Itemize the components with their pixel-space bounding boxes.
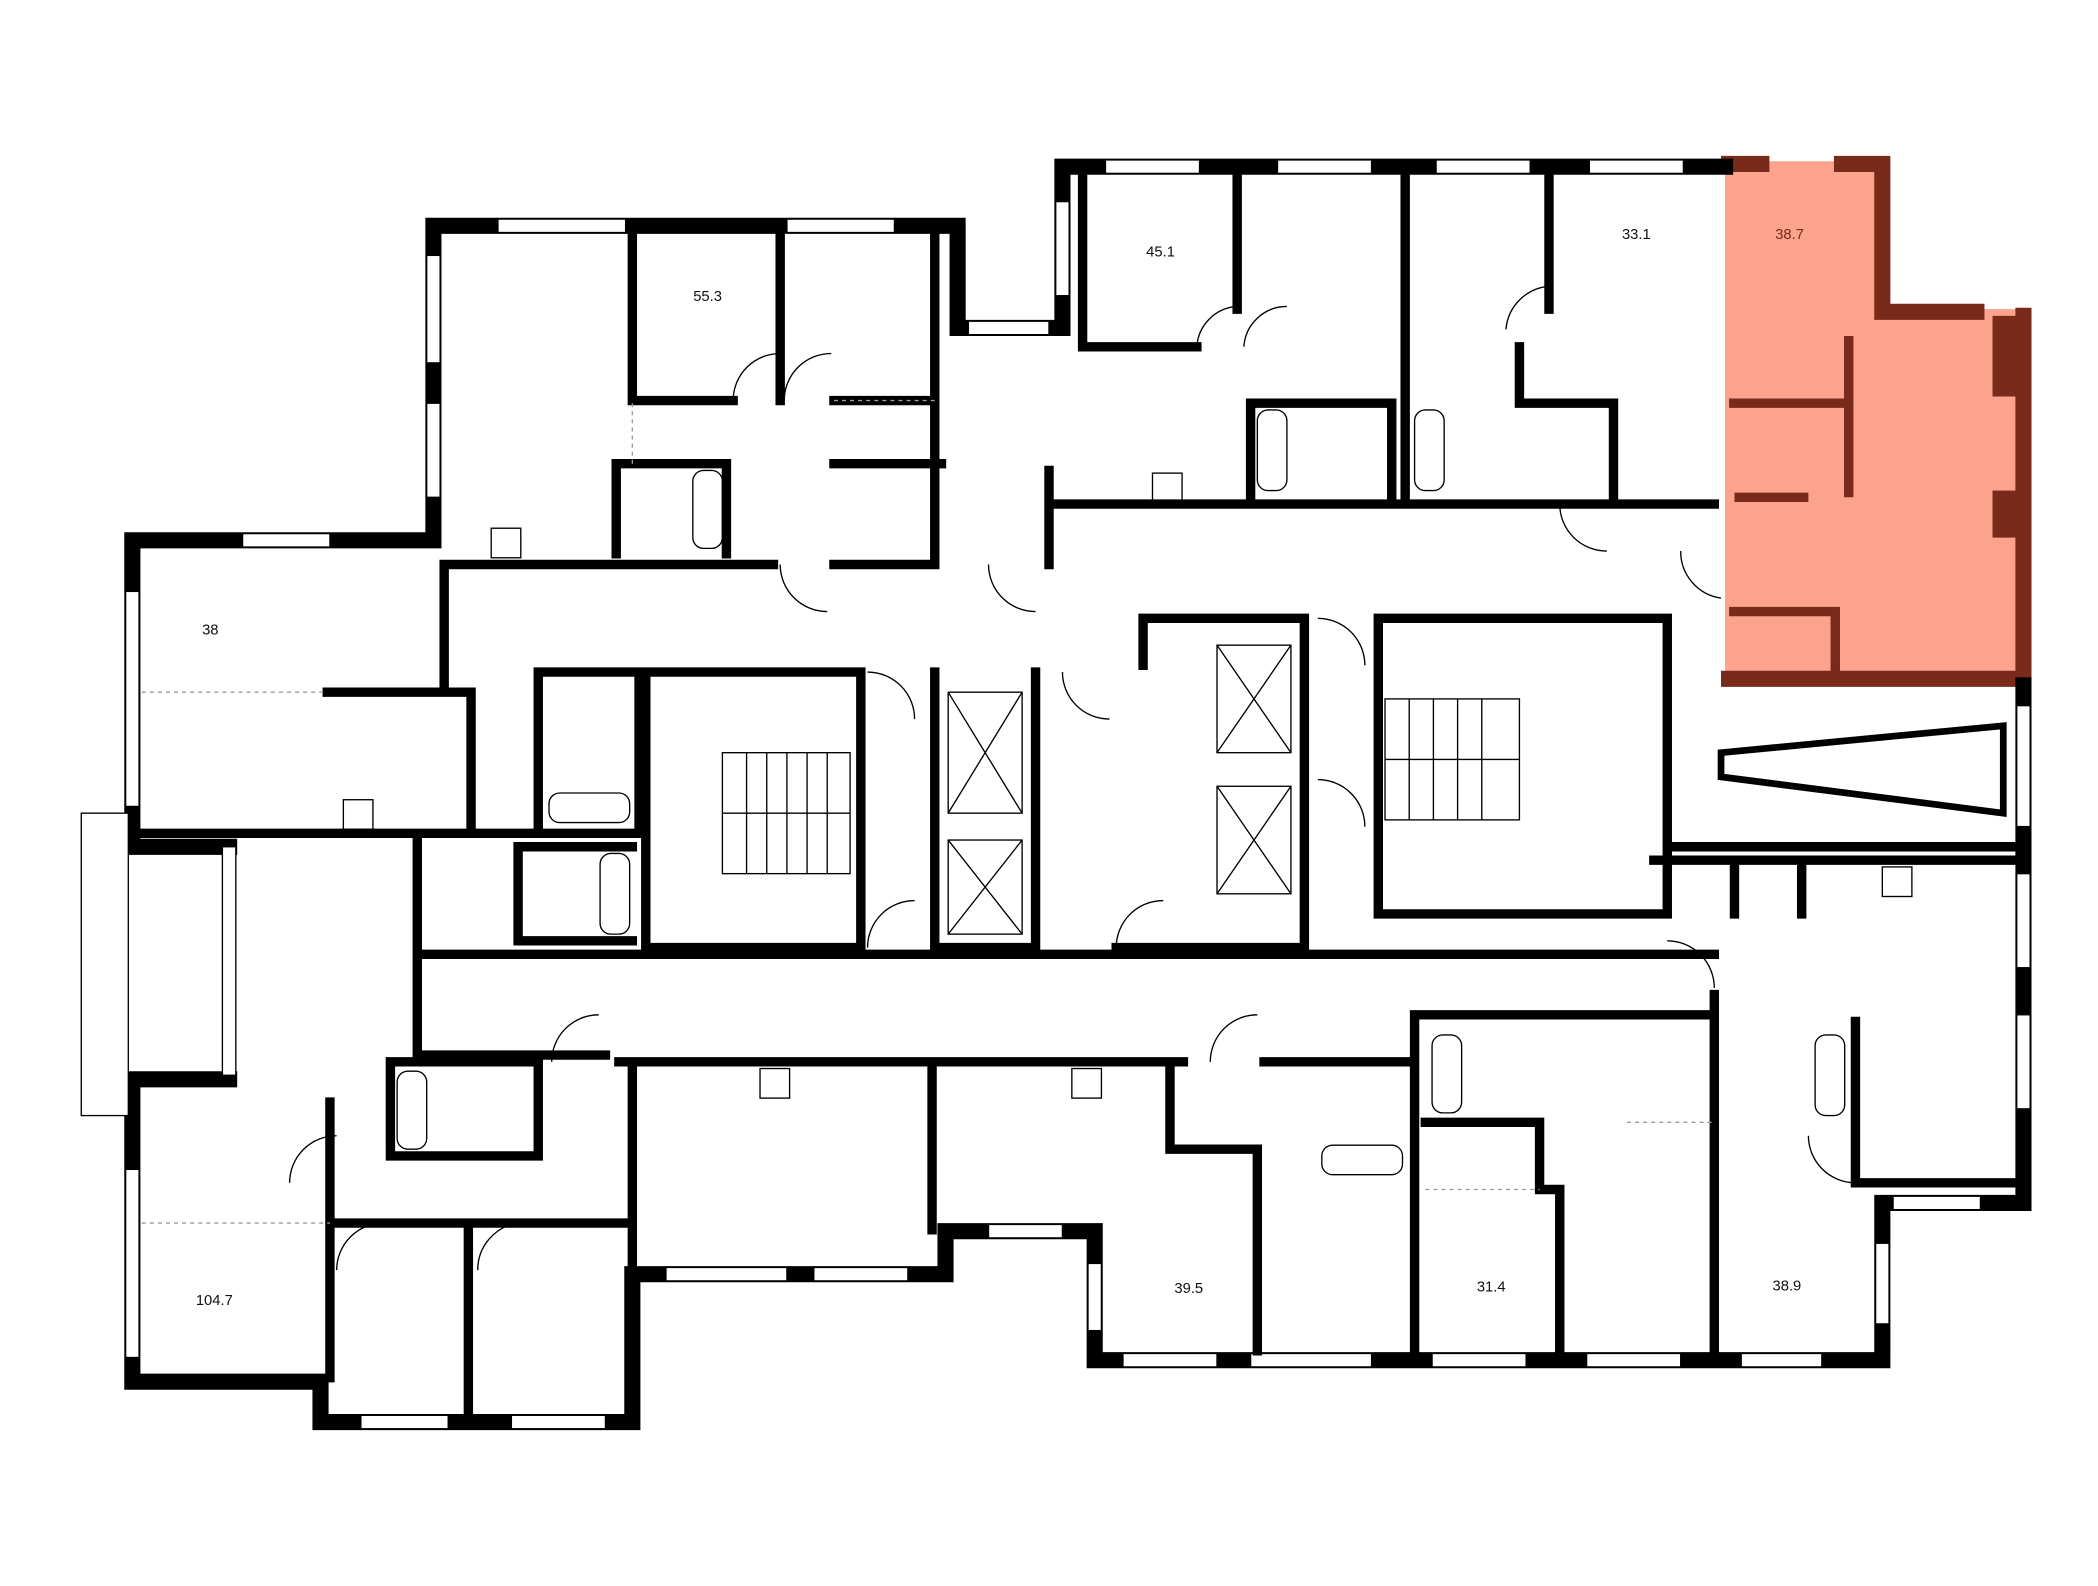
stove-icons <box>342 472 1913 1099</box>
elevator-core <box>947 644 1292 935</box>
apartment-area-label: 39.5 <box>1174 1281 1203 1297</box>
doors <box>288 285 1856 1271</box>
apartment-38-7-highlight[interactable] <box>1721 155 2032 687</box>
window <box>221 846 237 1076</box>
balcony <box>80 812 129 1117</box>
apartment-area-label: 104.7 <box>196 1293 233 1309</box>
apartment-area-label: 33.1 <box>1622 227 1651 243</box>
bathtub-icons <box>396 409 1846 1176</box>
windows <box>124 159 2031 1430</box>
apartment-area-label: 38 <box>202 622 218 638</box>
ventilation-shaft <box>1717 722 2007 817</box>
apartment-area-label: 55.3 <box>693 289 722 305</box>
stairs <box>721 698 1521 875</box>
apartment-area-label: 31.4 <box>1477 1280 1506 1296</box>
interior-walls <box>137 167 2029 1423</box>
apartment-area-label-highlighted[interactable]: 38.7 <box>1775 227 1804 243</box>
apartment-area-label: 38.9 <box>1773 1278 1802 1294</box>
apartment-area-label: 45.1 <box>1146 245 1175 261</box>
